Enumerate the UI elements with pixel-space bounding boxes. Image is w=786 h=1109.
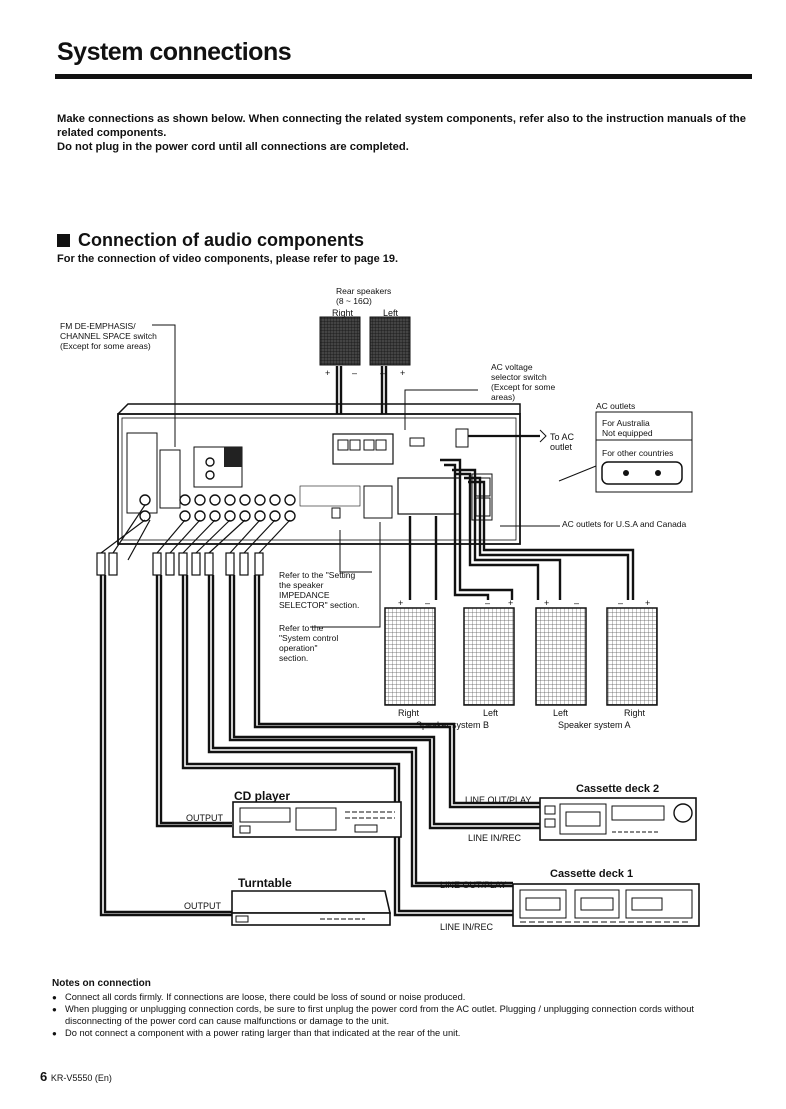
- page-footer: 6 KR-V5550 (En): [40, 1069, 112, 1084]
- rca-jack-rows: [139, 457, 296, 522]
- cassette-deck-1-device: [512, 883, 700, 927]
- speaker-b-left: [463, 607, 515, 706]
- speaker-a-left-label: Left: [553, 708, 569, 718]
- turntable-label: Turntable: [238, 876, 292, 890]
- section-heading-text: Connection of audio components: [78, 230, 364, 250]
- square-bullet-icon: [57, 234, 70, 247]
- speaker-terminal-plus: +: [544, 598, 550, 608]
- notes-section: Notes on connection Connect all cords fi…: [52, 978, 752, 1040]
- speaker-terminal-minus: –: [574, 598, 580, 608]
- component-cables: [99, 575, 540, 917]
- rear-terminal-minus: –: [352, 368, 358, 378]
- speaker-terminal-plus: +: [398, 598, 404, 608]
- rear-left-label: Left: [383, 308, 399, 318]
- cassette-2-line-in-label: LINE IN/REC: [468, 833, 522, 843]
- note-item: Connect all cords firmly. If connections…: [52, 991, 752, 1004]
- speaker-b-right-label: Right: [398, 708, 420, 718]
- to-ac-outlet-label: To AC outlet: [550, 432, 575, 452]
- speaker-terminal-plus: +: [508, 598, 514, 608]
- rear-speaker-right: [319, 316, 361, 366]
- notes-list: Connect all cords firmly. If connections…: [52, 991, 752, 1040]
- cd-player-device: [232, 801, 402, 838]
- speaker-system-b-label: Speaker system B: [416, 720, 490, 730]
- intro-text: Make connections as shown below. When co…: [57, 112, 757, 154]
- note-item: When plugging or unplugging connection c…: [52, 1003, 752, 1027]
- cassette-deck-1-label: Cassette deck 1: [550, 868, 634, 880]
- turntable-device: [231, 890, 392, 926]
- cd-player-label: CD player: [234, 789, 291, 803]
- page-title: System connections: [57, 38, 292, 66]
- intro-paragraph-2: Do not plug in the power cord until all …: [57, 141, 409, 153]
- ac-outlets-label: AC outlets: [596, 401, 636, 411]
- fm-switch-label: FM DE-EMPHASIS/ CHANNEL SPACE switch (Ex…: [60, 321, 157, 351]
- cassette-2-line-out-label: LINE OUT/PLAY: [465, 795, 532, 805]
- model-number: KR-V5550 (En): [50, 1073, 112, 1083]
- turntable-output-label: OUTPUT: [184, 901, 221, 911]
- speaker-terminal-minus: –: [618, 598, 624, 608]
- speaker-b-left-label: Left: [483, 708, 499, 718]
- cassette-1-line-in-label: LINE IN/REC: [440, 922, 494, 932]
- intro-paragraph-1: Make connections as shown below. When co…: [57, 113, 746, 139]
- receiver-rear-panel: [117, 403, 521, 545]
- title-rule: [55, 74, 752, 79]
- cassette-deck-2-label: Cassette deck 2: [576, 783, 660, 795]
- speaker-terminal-minus: –: [485, 598, 491, 608]
- page-number: 6: [40, 1069, 48, 1084]
- speaker-a-right-label: Right: [624, 708, 646, 718]
- speaker-b-right: [384, 607, 436, 706]
- notes-heading: Notes on connection: [52, 978, 151, 989]
- other-countries-label: For other countries: [602, 448, 674, 458]
- cd-output-label: OUTPUT: [186, 813, 223, 823]
- rear-speakers-label: Rear speakers (8 ~ 16Ω): [336, 286, 392, 306]
- cassette-deck-2-device: [539, 797, 697, 841]
- rca-plugs: [96, 552, 264, 576]
- speaker-terminal-plus: +: [645, 598, 651, 608]
- note-item: Do not connect a component with a power …: [52, 1027, 752, 1040]
- ac-usa-label: AC outlets for U.S.A and Canada: [562, 519, 687, 529]
- speaker-a-right: [606, 607, 658, 706]
- rear-terminal-plus: +: [400, 368, 406, 378]
- cassette-1-line-out-label: LINE OUT/PLAY: [440, 880, 507, 890]
- speaker-a-left: [535, 607, 587, 706]
- speaker-cables: [408, 458, 635, 600]
- rear-terminal-minus: –: [380, 368, 386, 378]
- section-heading: Connection of audio components: [57, 230, 364, 251]
- section-subheading: For the connection of video components, …: [57, 253, 399, 265]
- australia-label: For Australia Not equipped: [602, 418, 653, 438]
- rear-terminal-plus: +: [325, 368, 331, 378]
- speaker-terminal-minus: –: [425, 598, 431, 608]
- rear-speaker-left: [369, 316, 411, 366]
- system-control-reference-label: Refer to the "System control operation" …: [279, 623, 339, 663]
- setting-reference-label: Refer to the "Setting the speaker IMPEDA…: [279, 570, 360, 610]
- rear-right-label: Right: [332, 308, 354, 318]
- speaker-system-a-label: Speaker system A: [558, 720, 631, 730]
- ac-voltage-label: AC voltage selector switch (Except for s…: [491, 362, 556, 402]
- outlet-plug-icon: [601, 461, 683, 485]
